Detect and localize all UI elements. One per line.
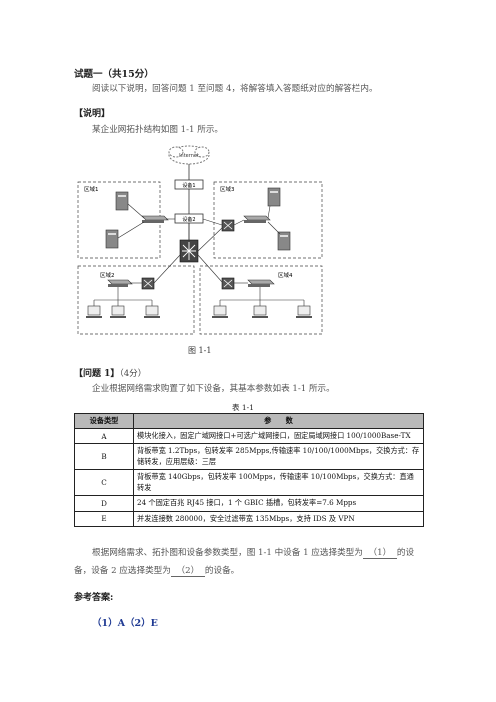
device2-label: 设备2 (182, 216, 195, 223)
topology-diagram: Internet 设备1 设备2 区域1 区域3 区域2 区域4 (77, 145, 323, 335)
pc-icon (296, 305, 312, 318)
zone2-box (77, 265, 195, 335)
zone2-label: 区域2 (100, 271, 115, 279)
switch-icon (107, 279, 133, 287)
table-header-type: 设备类型 (74, 413, 134, 429)
table-header-params: 参 数 (133, 413, 424, 429)
answer-label: 参考答案: (74, 593, 114, 603)
table-cell-type: C (74, 469, 134, 497)
fill-line-1: 根据网络需求、拓扑图和设备参数类型，图 1-1 中设备 1 应选择类型为（1）的… (92, 549, 414, 559)
figure-caption: 图 1-1 (188, 346, 212, 355)
server-icon (277, 231, 291, 251)
table-cell-params: 背板带宽 140Gbps，包转发率 100Mpps，传输速率 10/100Mbp… (133, 469, 424, 497)
note-heading: 【说明】 (74, 109, 111, 119)
zone3-box (213, 181, 323, 259)
fill-text-part3: 备，设备 2 应选择类型为 (74, 566, 171, 576)
server-icon (115, 191, 129, 211)
table-row: C 背板带宽 140Gbps，包转发率 100Mpps，传输速率 10/100M… (74, 469, 424, 497)
pc-icon (212, 305, 228, 318)
pc-icon (252, 305, 268, 318)
switch-icon (243, 215, 271, 223)
zone4-label: 区域4 (278, 271, 293, 279)
blank-1: （1） (362, 549, 397, 559)
router-icon (141, 277, 155, 290)
table-header-row: 设备类型 参 数 (74, 413, 424, 429)
switch-icon (247, 279, 275, 287)
fill-text-part4: 的设备。 (204, 566, 240, 576)
table-cell-params: 模块化接入，固定广域网接口+可选广域网接口，固定局域网接口 100/1000Ba… (133, 427, 424, 445)
device1-label: 设备1 (182, 182, 195, 189)
question-heading: 试题一（共15分） (74, 69, 154, 80)
server-icon (105, 229, 119, 249)
internet-cloud-icon: Internet (168, 145, 210, 165)
table-row: A 模块化接入，固定广域网接口+可选广域网接口，固定局域网接口 100/1000… (74, 427, 424, 445)
table-cell-type: E (74, 510, 134, 528)
zone1-label: 区域1 (84, 185, 99, 193)
zone4-box (199, 265, 323, 335)
table-cell-type: D (74, 495, 134, 512)
answer-text: （1）A（2）E (92, 618, 158, 629)
core-switch-icon (179, 239, 199, 263)
table-cell-params: 24 个固定百兆 RJ45 接口，1 个 GBIC 插槽，包转发率=7.6 Mp… (133, 495, 424, 512)
table-row: B 背板带宽 1.2Tbps，包转发率 285Mpps,传输速率 10/100/… (74, 443, 424, 471)
fill-text-part2: 的设 (396, 548, 415, 558)
table-cell-params: 并发连接数 280000，安全过滤带宽 135Mbps，支持 IDS 及 VPN (133, 510, 424, 528)
table-cell-type: B (74, 443, 134, 471)
pc-icon (86, 305, 102, 318)
server-icon (267, 187, 281, 207)
table-row: E 并发连接数 280000，安全过滤带宽 135Mbps，支持 IDS 及 V… (74, 510, 424, 528)
zone3-label: 区域3 (220, 185, 235, 193)
fill-text-part1: 根据网络需求、拓扑图和设备参数类型，图 1-1 中设备 1 应选择类型为 (92, 548, 363, 558)
table-row: D 24 个固定百兆 RJ45 接口，1 个 GBIC 插槽，包转发率=7.6 … (74, 495, 424, 512)
switch-icon (141, 215, 169, 223)
question1-title: 【问题 1】 (74, 369, 120, 379)
table-caption: 表 1-1 (232, 403, 254, 412)
question1-heading: 【问题 1】（4分） (74, 366, 146, 379)
pc-icon (110, 305, 126, 318)
question1-score: （4分） (119, 369, 147, 379)
device1-box (174, 179, 204, 190)
table-cell-params: 背板带宽 1.2Tbps，包转发率 285Mpps,传输速率 10/100/10… (133, 443, 424, 471)
spec-table: 设备类型 参 数 A 模块化接入，固定广域网接口+可选广域网接口，固定局域网接口… (74, 413, 424, 528)
blank-2: （2） (170, 567, 205, 577)
intro-text: 阅读以下说明，回答问题 1 至问题 4，将解答填入答题纸对应的解答栏内。 (92, 84, 378, 94)
note-text: 某企业网拓扑结构如图 1-1 所示。 (92, 125, 224, 135)
pc-icon (144, 305, 160, 318)
internet-label: Internet (179, 153, 199, 159)
router-icon (221, 219, 235, 232)
router-icon (221, 277, 235, 290)
question1-text: 企业根据网络需求购置了如下设备，其基本参数如表 1-1 所示。 (92, 384, 335, 394)
fill-line-2: 备，设备 2 应选择类型为（2）的设备。 (74, 567, 239, 577)
table-cell-type: A (74, 427, 134, 445)
